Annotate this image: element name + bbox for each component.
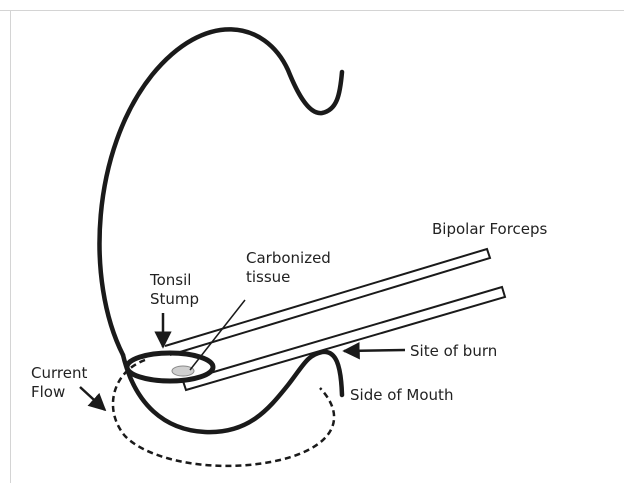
side-of-mouth-outline <box>123 352 342 432</box>
site-of-burn-arrow <box>344 350 405 351</box>
tonsil-stump-label-line2: Stump <box>150 290 199 308</box>
current-flow-label-line2: Flow <box>31 383 65 401</box>
tonsil-stump-label-line1: Tonsil <box>150 271 191 289</box>
current-flow-arrow <box>80 387 105 410</box>
current-flow-label-line1: Current <box>31 364 87 382</box>
carbonized-tissue-label-line2: tissue <box>246 268 290 286</box>
site-of-burn-label: Site of burn <box>410 342 497 360</box>
side-of-mouth-label: Side of Mouth <box>350 386 453 404</box>
bipolar-forceps-label: Bipolar Forceps <box>432 220 547 238</box>
carbonized-tissue <box>172 366 194 376</box>
carbonized-tissue-label-line1: Carbonized <box>246 249 331 267</box>
